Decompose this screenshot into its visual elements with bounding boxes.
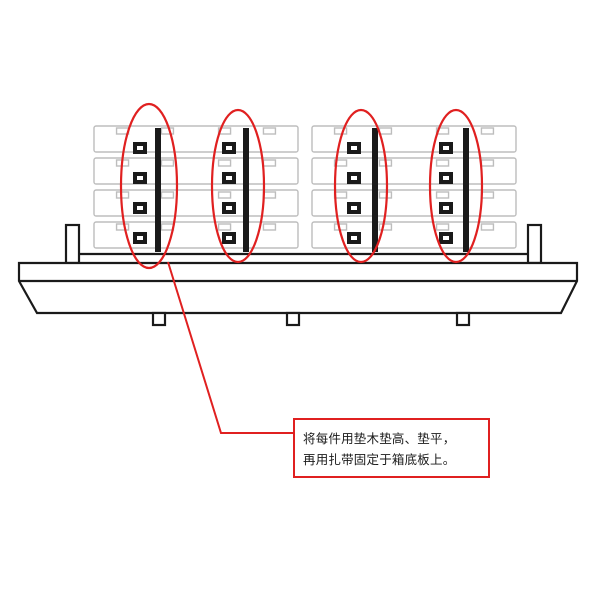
highlight-ellipse — [333, 108, 389, 264]
base-foot — [285, 311, 301, 327]
spacer-hole — [443, 236, 449, 240]
strap — [243, 128, 249, 252]
spacer-hole — [351, 176, 357, 180]
item-tab — [160, 223, 175, 231]
item-tab — [378, 223, 393, 231]
spacer-hole — [226, 146, 232, 150]
callout-text-line: 再用扎带固定于箱底板上。 — [303, 452, 456, 467]
spacer-hole — [226, 206, 232, 210]
base-tray — [17, 261, 579, 315]
left-post — [64, 223, 81, 265]
item-tab — [217, 127, 232, 135]
spacer-hole — [443, 206, 449, 210]
spacer-hole — [351, 146, 357, 150]
item-tab — [160, 159, 175, 167]
item-tab — [435, 127, 450, 135]
item-tab — [480, 127, 495, 135]
strap — [463, 128, 469, 252]
spacer-hole — [137, 146, 143, 150]
fixing-straps — [155, 128, 469, 252]
item-tab — [378, 127, 393, 135]
callout-text-line: 将每件用垫木垫高、垫平， — [303, 431, 456, 446]
item-tab — [480, 223, 495, 231]
spacer-hole — [137, 236, 143, 240]
item-tab — [217, 191, 232, 199]
callout-leader-line — [167, 261, 294, 434]
item-tab — [262, 127, 277, 135]
item-tab — [435, 223, 450, 231]
item-tab — [262, 191, 277, 199]
highlight-ellipse — [428, 108, 484, 264]
strap — [372, 128, 378, 252]
spacer-hole — [137, 176, 143, 180]
item-tab — [333, 127, 348, 135]
item-tab — [378, 191, 393, 199]
item-tab — [217, 223, 232, 231]
highlight-ellipses — [119, 102, 484, 270]
right-post — [526, 223, 543, 265]
spacer-hole — [226, 236, 232, 240]
strap — [155, 128, 161, 252]
item-tab — [115, 223, 130, 231]
highlight-ellipse — [119, 102, 179, 270]
spacer-hole — [226, 176, 232, 180]
spacer-hole — [443, 176, 449, 180]
spacer-blocks — [133, 142, 453, 244]
item-tab — [262, 223, 277, 231]
item-tab — [333, 159, 348, 167]
item-tab — [435, 159, 450, 167]
base-foot — [151, 311, 167, 327]
item-tab — [480, 191, 495, 199]
spacer-hole — [351, 236, 357, 240]
item-tab — [160, 127, 175, 135]
spacer-hole — [351, 206, 357, 210]
item-tab — [115, 191, 130, 199]
item-tab — [435, 191, 450, 199]
highlight-ellipse — [210, 108, 266, 264]
callout-box: 将每件用垫木垫高、垫平， 再用扎带固定于箱底板上。 — [293, 418, 490, 478]
item-tab — [160, 191, 175, 199]
spacer-hole — [443, 146, 449, 150]
base-foot — [455, 311, 471, 327]
item-tab — [262, 159, 277, 167]
item-tab — [333, 191, 348, 199]
item-tab — [480, 159, 495, 167]
spacer-hole — [137, 206, 143, 210]
item-tab — [217, 159, 232, 167]
crate-base — [17, 223, 579, 327]
